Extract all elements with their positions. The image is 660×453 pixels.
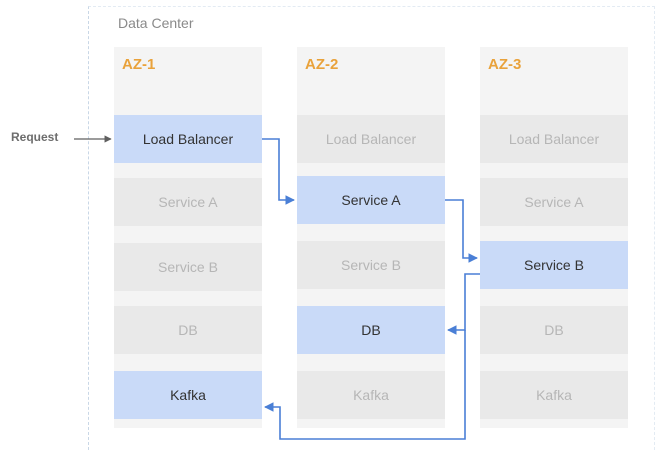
zone-label: AZ-3	[488, 56, 522, 73]
request-label: Request	[11, 130, 59, 144]
az-3-service-a: Service A	[480, 178, 628, 226]
az-2-service-a: Service A	[297, 176, 445, 224]
zone-az-1: AZ-1 Load Balancer Service A Service B D…	[114, 47, 262, 428]
datacenter-title: Data Center	[118, 15, 194, 31]
az-3-load-balancer: Load Balancer	[480, 115, 628, 163]
az-3-db: DB	[480, 306, 628, 354]
az-1-db: DB	[114, 306, 262, 354]
az-2-load-balancer: Load Balancer	[297, 115, 445, 163]
az-2-service-b: Service B	[297, 241, 445, 289]
az-2-kafka: Kafka	[297, 371, 445, 419]
az-3-kafka: Kafka	[480, 371, 628, 419]
zone-label: AZ-1	[122, 56, 156, 73]
az-2-db: DB	[297, 306, 445, 354]
zone-label: AZ-2	[305, 56, 339, 73]
zone-az-3: AZ-3 Load Balancer Service A Service B D…	[480, 47, 628, 428]
az-1-kafka: Kafka	[114, 371, 262, 419]
az-1-service-b: Service B	[114, 243, 262, 291]
az-3-service-b: Service B	[480, 241, 628, 289]
az-1-load-balancer: Load Balancer	[114, 115, 262, 163]
az-1-service-a: Service A	[114, 178, 262, 226]
zone-az-2: AZ-2 Load Balancer Service A Service B D…	[297, 47, 445, 428]
datacenter-boundary	[88, 6, 655, 450]
